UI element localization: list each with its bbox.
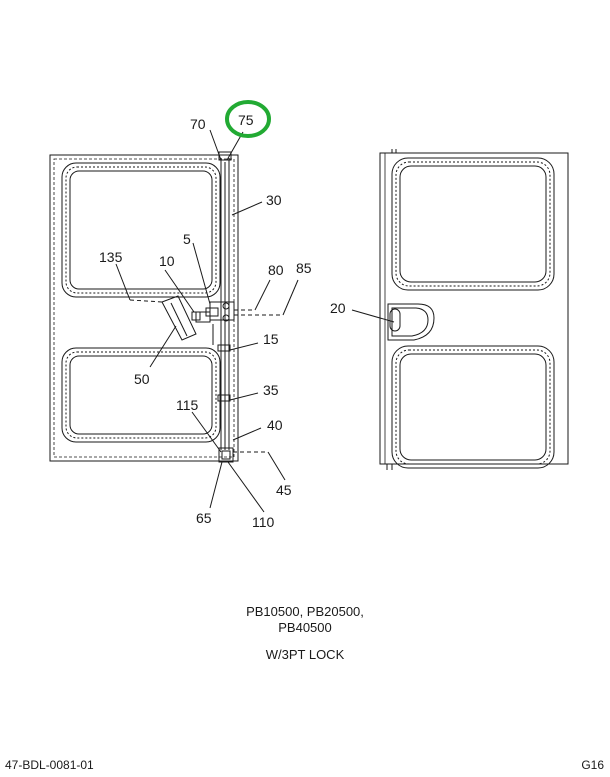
callout-65: 65 [196, 510, 212, 526]
right-door-outline [379, 152, 569, 465]
left-lower-panel [61, 347, 221, 443]
callout-50: 50 [134, 371, 150, 387]
left-door-inner-view [49, 151, 239, 463]
right-door-outer-view [379, 149, 569, 470]
exterior-handle [387, 303, 435, 341]
right-upper-window-seal [395, 161, 551, 287]
callout-10: 10 [159, 253, 175, 269]
leader-lines [115, 129, 395, 513]
callout-45: 45 [276, 482, 292, 498]
page-code: G16 [581, 758, 604, 772]
highlight-circle [225, 100, 271, 138]
callout-30: 30 [266, 192, 282, 208]
right-lower-panel [391, 345, 555, 469]
callout-115: 115 [176, 397, 199, 413]
callout-70: 70 [190, 116, 206, 132]
left-upper-window-seal [65, 166, 217, 294]
callout-labels: 70 75 30 5 135 10 80 85 15 50 20 35 115 … [99, 112, 346, 530]
callout-5: 5 [183, 231, 191, 247]
document-id: 47-BDL-0081-01 [5, 758, 94, 772]
callout-35: 35 [263, 382, 279, 398]
callout-135: 135 [99, 249, 123, 265]
bottom-latch [218, 447, 234, 463]
right-lower-panel-seal [395, 349, 551, 465]
callout-80: 80 [268, 262, 284, 278]
model-list-line-1: PB10500, PB20500, [246, 604, 364, 619]
callout-15: 15 [263, 331, 279, 347]
model-list-line-2: PB40500 [278, 620, 332, 635]
right-upper-window [391, 157, 555, 291]
lock-mechanism [195, 301, 235, 345]
callout-85: 85 [296, 260, 312, 276]
callout-75: 75 [238, 112, 254, 128]
left-lower-panel-seal [65, 351, 217, 439]
callout-20: 20 [330, 300, 346, 316]
left-door-outline [49, 154, 239, 462]
callout-110: 110 [252, 514, 275, 530]
left-door-inner-edge [53, 158, 235, 458]
left-upper-window [61, 162, 221, 298]
inside-handle [161, 295, 201, 341]
callout-40: 40 [267, 417, 283, 433]
option-note: W/3PT LOCK [265, 647, 345, 662]
